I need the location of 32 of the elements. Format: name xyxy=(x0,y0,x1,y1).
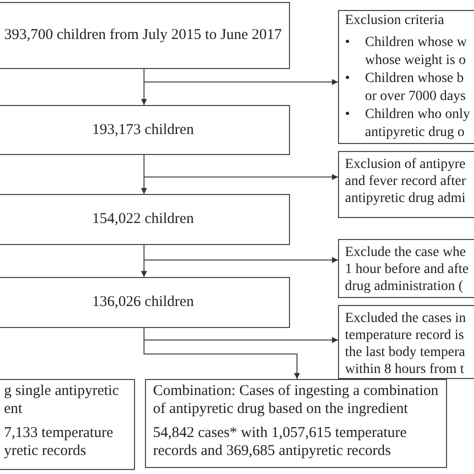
arrow xyxy=(144,244,338,263)
flow-box xyxy=(338,10,474,144)
bullet-text: Children whose w whose weight is o xyxy=(365,34,468,70)
box-text: 7,133 temperature yretic records xyxy=(4,424,114,460)
flow-box xyxy=(338,151,474,218)
flow-box xyxy=(0,2,290,69)
arrow xyxy=(144,154,338,180)
bullet-text: Children who only antipyretic drug o xyxy=(365,106,471,142)
box-text: Combination: Cases of ingesting a combination of antipyretic drug based on the ingredient xyxy=(153,382,439,418)
flow-box xyxy=(145,379,447,468)
flow-box xyxy=(338,239,474,298)
box-text: 136,026 children xyxy=(92,293,194,312)
flow-box xyxy=(338,305,474,379)
arrow xyxy=(144,68,338,85)
arrow xyxy=(144,328,300,380)
flow-box xyxy=(0,105,290,155)
box-text: 193,173 children xyxy=(92,120,194,140)
flow-box xyxy=(0,277,290,328)
box-text: Excluded the cases in temperature record is the last body tempera within 8 hours from t xyxy=(345,310,467,378)
box-text: Exclusion of antipyre and fever record after antipyretic drug admi xyxy=(345,156,467,207)
box-text: 54,842 cases* with 1,057,615 temperature records and 369,685 antipyretic records xyxy=(153,424,408,460)
bullet-text: Children whose b or over 7000 days xyxy=(365,70,467,106)
bullet-mark: • xyxy=(345,106,351,124)
flow-box xyxy=(0,379,135,470)
box-text: Exclude the case whe 1 hour before and afte drug administration ( xyxy=(345,244,470,295)
box-text: 393,700 children from July 2015 to June 2017 xyxy=(4,26,282,46)
box-text: 154,022 children xyxy=(92,210,194,230)
bullet-mark: • xyxy=(345,34,351,52)
bullet-mark: • xyxy=(345,70,351,88)
flow-box xyxy=(0,194,290,245)
heading: Exclusion criteria xyxy=(345,12,446,30)
box-text: g single antipyretic ent xyxy=(4,382,120,418)
